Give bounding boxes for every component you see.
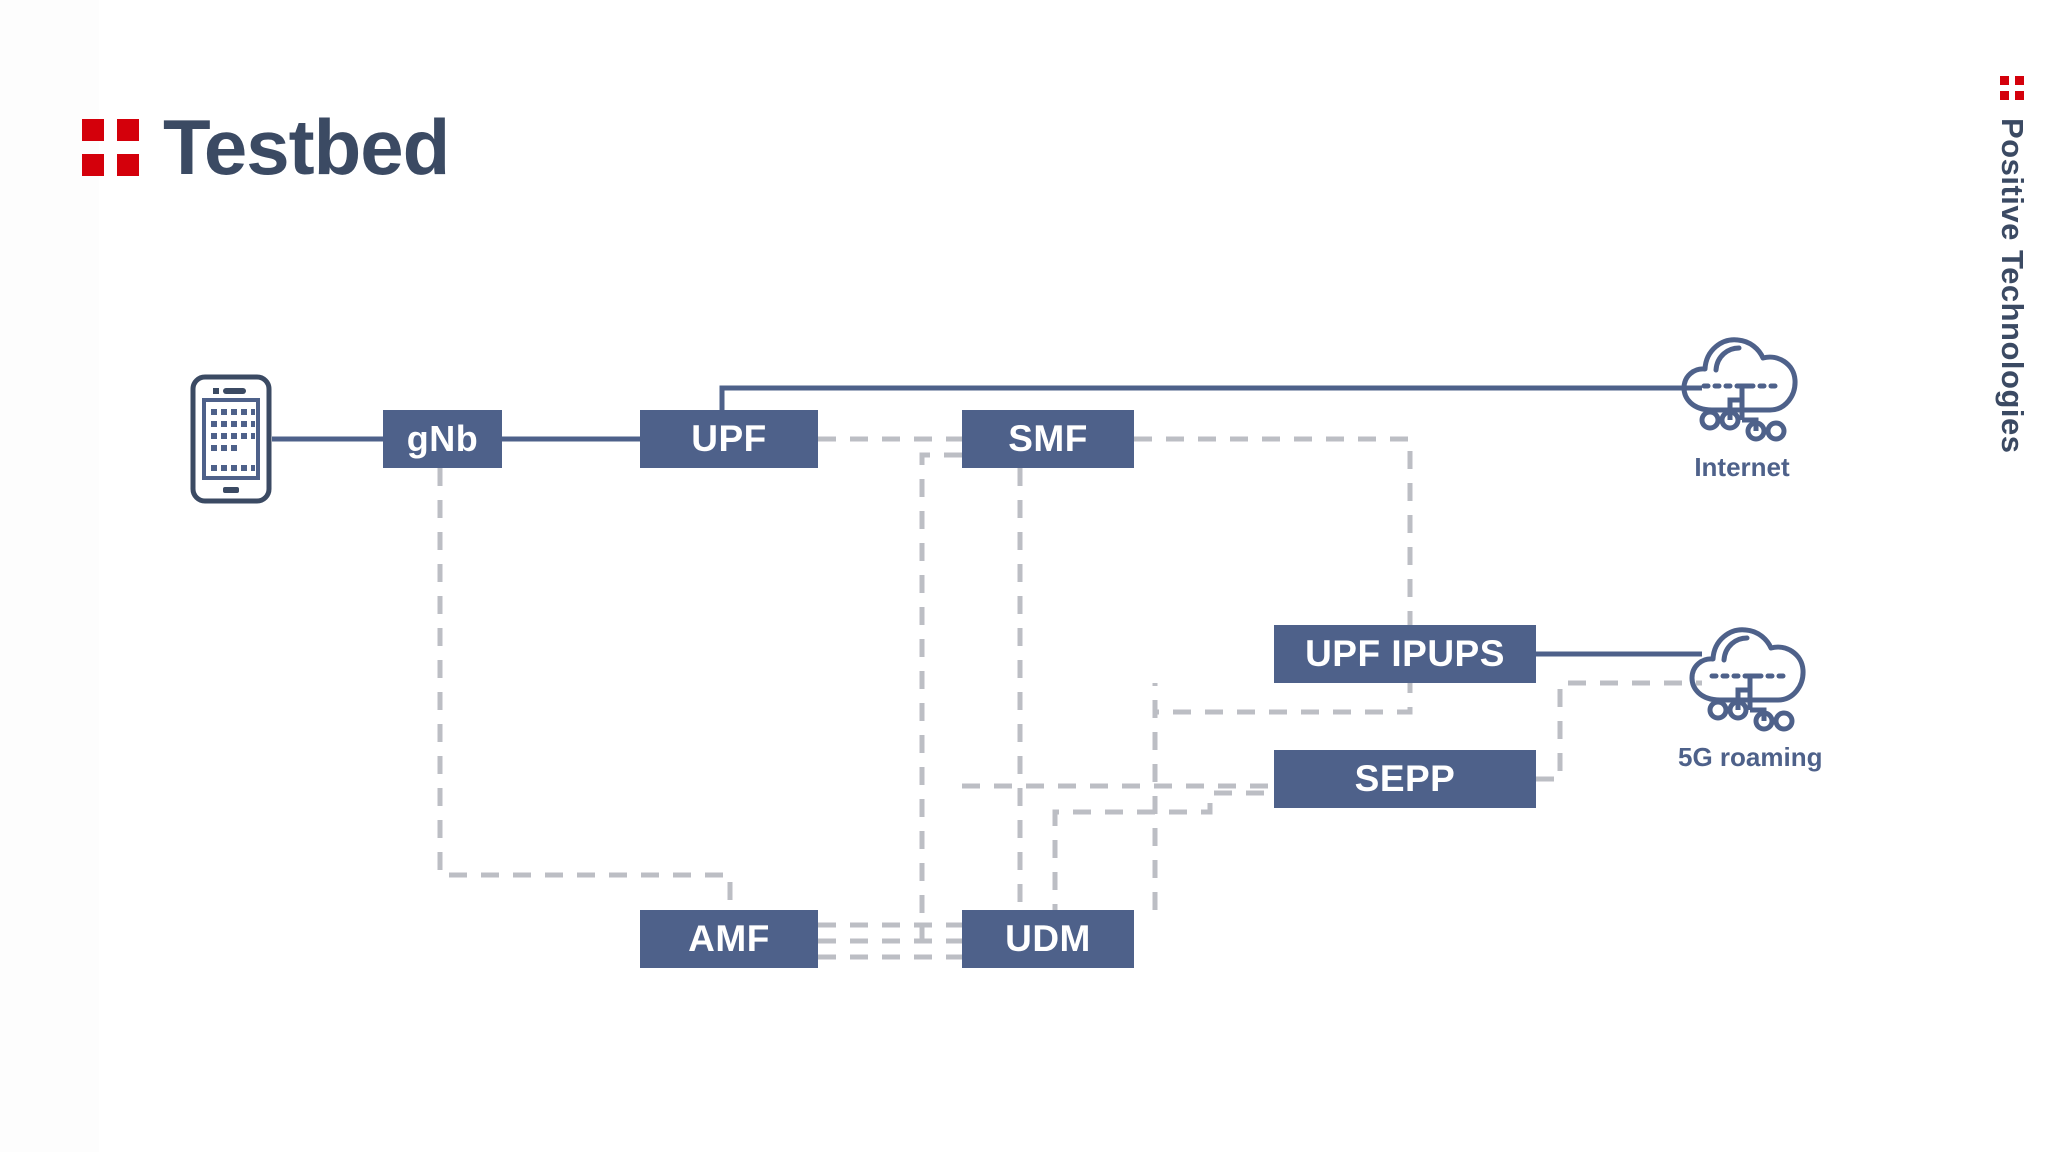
background-gutter xyxy=(0,0,99,1152)
endpoint-internet-label: Internet xyxy=(1694,452,1790,482)
brand-square-1 xyxy=(2000,76,2009,85)
cloud-network-icon xyxy=(1689,627,1806,732)
endpoint-internet[interactable]: Internet xyxy=(1678,328,1806,483)
link-sepp-roaming xyxy=(1536,680,1702,782)
node-upf[interactable]: UPF xyxy=(640,410,818,468)
brand-label: Positive Technologies xyxy=(1995,118,2030,454)
endpoint-5g-roaming[interactable]: 5G roaming xyxy=(1678,618,1822,773)
node-amf[interactable]: AMF xyxy=(640,910,818,968)
node-upf-ipups[interactable]: UPF IPUPS xyxy=(1274,625,1536,683)
logo-square-2 xyxy=(117,118,139,141)
dashed-links xyxy=(437,436,1702,960)
testbed-logo: Testbed xyxy=(82,103,450,191)
node-udm[interactable]: UDM xyxy=(962,910,1134,968)
node-gnb[interactable]: gNb xyxy=(383,410,502,468)
solid-links xyxy=(272,385,1702,657)
endpoint-5g-roaming-label: 5G roaming xyxy=(1678,742,1823,772)
brand-square-2 xyxy=(2015,76,2024,85)
logo-square-4 xyxy=(117,153,139,176)
brand-squares-icon xyxy=(2000,76,2024,100)
logo-wordmark: Testbed xyxy=(163,103,450,191)
brand-square-4 xyxy=(2015,91,2024,100)
cloud-network-icon xyxy=(1681,337,1798,442)
link-upf-internet xyxy=(719,385,1702,410)
link-smf-left-rail xyxy=(919,452,962,941)
link-gnb-amf xyxy=(437,468,733,910)
node-smf[interactable]: SMF xyxy=(962,410,1134,468)
brand-vertical: Positive Technologies xyxy=(1994,76,2030,454)
smartphone-icon xyxy=(190,374,272,504)
logo-squares-icon xyxy=(82,118,139,176)
brand-square-3 xyxy=(2000,91,2009,100)
logo-square-1 xyxy=(82,118,104,141)
logo-square-3 xyxy=(82,153,104,176)
ue-device xyxy=(190,374,272,509)
node-sepp[interactable]: SEPP xyxy=(1274,750,1536,808)
link-smf-ipups xyxy=(1134,436,1413,715)
